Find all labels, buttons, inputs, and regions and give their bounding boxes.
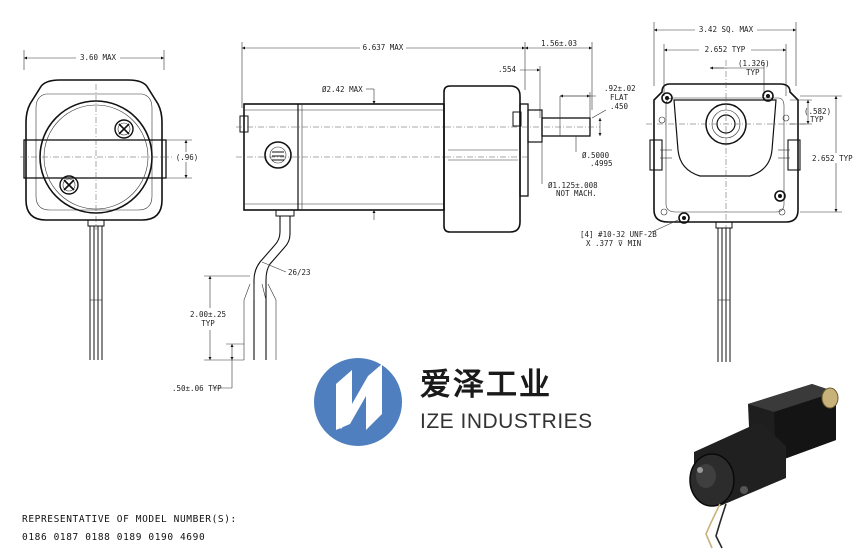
shaft-length-label: 1.56±.03 bbox=[541, 39, 577, 48]
vertical-spacing-label: 2.652 TYP bbox=[812, 154, 853, 163]
bolt-hole-icon bbox=[678, 212, 690, 224]
bolt-hole-icon bbox=[774, 190, 786, 202]
side-offset-1: (.582) bbox=[804, 107, 831, 116]
screw-icon bbox=[114, 119, 134, 139]
front-height-label: (.96) bbox=[176, 153, 199, 162]
terminal-screw-icon bbox=[264, 141, 292, 169]
front-view: 3.60 MAX (.96) bbox=[20, 50, 198, 360]
lead-length-2: TYP bbox=[201, 319, 215, 328]
pilot-dia-label: Ø1.125±.008 bbox=[548, 181, 598, 190]
bolt-spacing-label: 2.652 TYP bbox=[705, 45, 746, 54]
brand-logo bbox=[314, 358, 402, 446]
thread-note-2: X .377 ⊽ MIN bbox=[586, 239, 641, 248]
end-view: 3.42 SQ. MAX 2.652 TYP (1.326) TYP bbox=[580, 22, 858, 362]
shaft-dia-2: .4995 bbox=[590, 159, 613, 168]
bolt-hole-icon bbox=[762, 90, 774, 102]
wire-gauge-label: 26/23 bbox=[288, 268, 311, 277]
brand-name-cn: 爱泽工业 bbox=[420, 367, 552, 403]
side-view: 6.637 MAX 1.56±.03 .554 Ø2.42 MAX bbox=[172, 39, 636, 393]
footer-model-numbers: 0186 0187 0188 0189 0190 4690 bbox=[22, 532, 206, 543]
square-label: 3.42 SQ. MAX bbox=[699, 25, 754, 34]
side-length-label: 6.637 MAX bbox=[363, 43, 404, 52]
front-width-label: 3.60 MAX bbox=[80, 53, 117, 62]
side-offset-2: TYP bbox=[810, 115, 824, 124]
shaft-dia-1: Ø.5000 bbox=[582, 151, 610, 160]
footer-title: REPRESENTATIVE OF MODEL NUMBER(S): bbox=[22, 514, 237, 525]
brand-name-en: IZE INDUSTRIES bbox=[420, 410, 593, 433]
offset-label-2: TYP bbox=[746, 68, 760, 77]
flat-label-3: .450 bbox=[610, 102, 629, 111]
flat-label-2: FLAT bbox=[610, 93, 629, 102]
bolt-hole-icon bbox=[661, 92, 673, 104]
thread-note-1: [4] #10-32 UNF-2B bbox=[580, 230, 657, 239]
pilot-note: NOT MACH. bbox=[556, 189, 597, 198]
flat-label-1: .92±.02 bbox=[604, 84, 636, 93]
diameter-label: Ø2.42 MAX bbox=[322, 85, 363, 94]
lead-length-1: 2.00±.25 bbox=[190, 310, 226, 319]
strip-length-label: .50±.06 TYP bbox=[172, 384, 222, 393]
offset-label-1: (1.326) bbox=[738, 59, 770, 68]
flat-offset-label: .554 bbox=[498, 65, 517, 74]
screw-icon bbox=[59, 175, 79, 195]
product-photo bbox=[689, 384, 839, 549]
